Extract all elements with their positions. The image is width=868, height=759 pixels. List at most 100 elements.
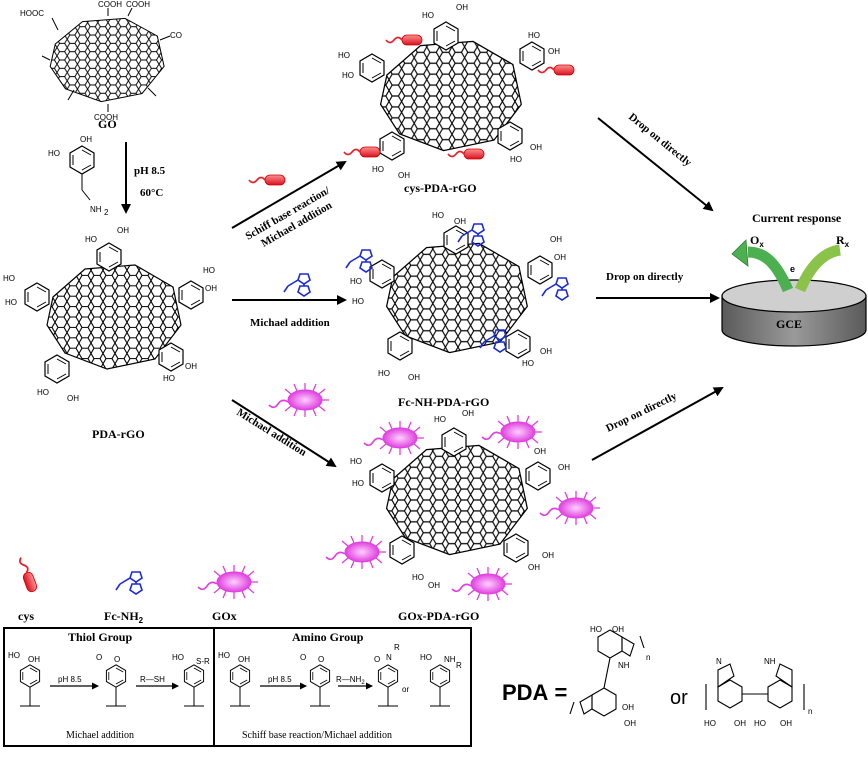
go-co: CO: [170, 31, 182, 40]
legend-cys-label: cys: [18, 609, 34, 623]
thiol-ph: pH 8.5: [58, 675, 82, 684]
svg-text:OH: OH: [528, 563, 540, 572]
svg-text:OH: OH: [456, 3, 468, 12]
thiol-title: Thiol Group: [68, 630, 132, 644]
drop-label-2: Drop on directly: [606, 271, 684, 283]
dopamine-structure: OH HO NH 2: [48, 135, 109, 217]
redox-arrows: [731, 239, 842, 293]
svg-text:OH: OH: [548, 47, 560, 56]
go-label: GO: [98, 117, 117, 131]
svg-text:HO: HO: [163, 374, 175, 383]
thiol-product: HO S-R: [172, 653, 210, 707]
svg-text:HO: HO: [378, 369, 390, 378]
drop-label-1: Drop on directly: [626, 111, 694, 169]
svg-text:HO: HO: [434, 415, 446, 424]
thiol-caption: Michael addition: [66, 730, 134, 741]
drop-label-3: Drop on directly: [604, 390, 679, 435]
svg-text:OH: OH: [67, 394, 79, 403]
svg-text:HO: HO: [432, 211, 444, 220]
thiol-reagent: R—SH: [140, 675, 165, 684]
svg-text:R: R: [456, 661, 462, 670]
svg-text:N: N: [386, 653, 392, 662]
rx-label: Rx: [836, 233, 850, 249]
svg-text:R: R: [394, 643, 400, 652]
svg-text:HO: HO: [172, 653, 184, 662]
pda-n-sub-2: n: [808, 707, 812, 716]
arrow-to-gox: [231, 399, 337, 468]
svg-text:HO: HO: [3, 274, 15, 283]
svg-text:HO: HO: [203, 266, 215, 275]
gox-pda-rgo-label: GOx-PDA-rGO: [398, 609, 479, 623]
ph-condition: pH 8.5: [134, 165, 166, 177]
svg-text:OH: OH: [622, 703, 634, 712]
legend-gox-label: GOx: [212, 609, 237, 623]
svg-text:OH: OH: [540, 347, 552, 356]
svg-text:HO: HO: [590, 625, 602, 634]
svg-text:HO: HO: [5, 298, 17, 307]
pda-or-label: or: [670, 687, 688, 709]
svg-text:NH: NH: [90, 205, 102, 214]
go-cooh-bottom: COOH: [94, 113, 118, 122]
svg-text:HO: HO: [350, 277, 362, 286]
svg-text:HO: HO: [422, 11, 434, 20]
amino-product-schiff: NR O: [374, 643, 400, 707]
amino-caption: Schiff base reaction/Michael addition: [242, 730, 392, 741]
fc-reagent-icon: [283, 273, 311, 297]
amino-ph: pH 8.5: [268, 675, 292, 684]
go-structure: HOOC COOH COOH CO COOH: [20, 0, 182, 122]
pda-rgo-label: PDA-rGO: [92, 427, 145, 441]
michael-addition-low: Michael addition: [234, 406, 308, 458]
svg-text:S-R: S-R: [196, 657, 210, 666]
amino-quinone: OO: [300, 653, 331, 707]
pda-equals-label: PDA=: [502, 680, 567, 705]
svg-text:HO: HO: [342, 71, 354, 80]
electron-label: e: [790, 264, 795, 274]
drop-arrow-1: [597, 117, 714, 212]
svg-text:HO: HO: [510, 155, 522, 164]
svg-text:OH: OH: [454, 217, 466, 226]
amino-reagent: R—NH2: [336, 675, 365, 686]
gce-label: GCE: [776, 317, 802, 331]
arrow-to-cys: [231, 160, 347, 229]
svg-text:HO: HO: [704, 719, 716, 728]
svg-text:O: O: [374, 655, 380, 664]
svg-text:HO: HO: [37, 388, 49, 397]
svg-text:O: O: [96, 653, 102, 662]
svg-text:OH: OH: [80, 135, 92, 144]
svg-text:HO: HO: [754, 719, 766, 728]
svg-text:HO: HO: [8, 651, 20, 660]
svg-text:OH: OH: [185, 362, 197, 371]
svg-text:HO: HO: [372, 165, 384, 174]
go-cooh-2: COOH: [126, 0, 150, 9]
svg-text:OH: OH: [28, 655, 40, 664]
svg-text:OH: OH: [238, 655, 250, 664]
svg-text:HO: HO: [48, 149, 60, 158]
temp-condition: 60°C: [140, 187, 163, 199]
svg-text:HO: HO: [218, 651, 230, 660]
gox-reagent-icon: [268, 382, 330, 418]
svg-text:NH: NH: [444, 655, 456, 664]
svg-text:HO: HO: [522, 359, 534, 368]
legend-cys: cys: [15, 554, 40, 623]
legend-gox: GOx: [197, 564, 259, 623]
svg-text:OH: OH: [398, 171, 410, 180]
svg-text:OH: OH: [428, 581, 440, 590]
svg-text:2: 2: [104, 208, 109, 217]
svg-text:NH: NH: [618, 661, 630, 670]
pda-n-sub-1: n: [646, 653, 650, 662]
current-response-label: Current response: [752, 211, 842, 225]
svg-text:OH: OH: [530, 143, 542, 152]
svg-text:OH: OH: [205, 284, 217, 293]
svg-text:HO: HO: [352, 297, 364, 306]
legend-fc-label: Fc-NH2: [104, 609, 144, 625]
thiol-quinone: OO: [96, 653, 127, 707]
svg-text:OH: OH: [734, 719, 746, 728]
svg-text:OH: OH: [558, 463, 570, 472]
legend-fc: Fc-NH2: [104, 571, 144, 625]
gce-electrode: GCE: [721, 279, 867, 347]
